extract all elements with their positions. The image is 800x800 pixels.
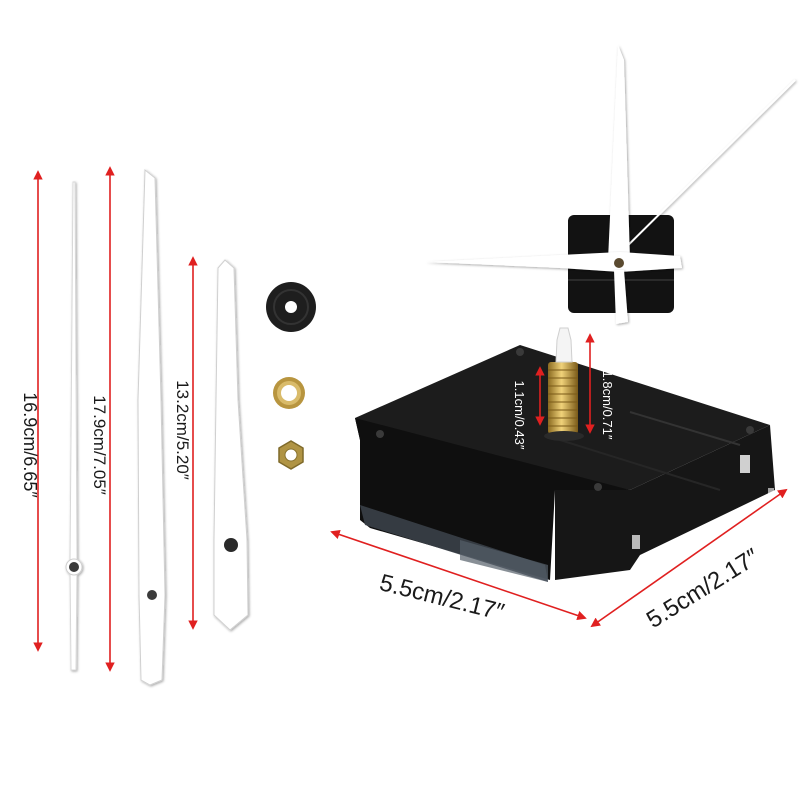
minute-hand — [137, 168, 166, 686]
movement-width-dimension-arrow — [330, 529, 587, 621]
assembled-preview — [425, 45, 796, 324]
rubber-washer — [266, 282, 316, 332]
movement-depth-dimension-arrow — [590, 488, 788, 628]
minute-hand-length-label: 17.9cm/7.05″ — [90, 395, 109, 495]
brass-shaft — [544, 327, 584, 441]
preview-hour-hand — [425, 252, 682, 272]
shaft-long-label: 1.8cm/0.71″ — [600, 371, 615, 440]
second-hand — [65, 181, 83, 671]
hour-hand-length-label: 13.2cm/5.20″ — [173, 380, 192, 480]
brass-washer — [273, 377, 305, 409]
movement-depth-label: 5.5cm/2.17″ — [642, 543, 765, 634]
preview-second-hand — [602, 79, 796, 271]
hour-hand — [213, 259, 249, 631]
preview-minute-hand — [608, 45, 630, 268]
second-hand-length-label: 16.9cm/6.65″ — [20, 392, 40, 498]
hex-nut — [278, 440, 304, 470]
shaft-short-label: 1.1cm/0.43″ — [512, 381, 527, 450]
movement-width-label: 5.5cm/2.17″ — [377, 569, 507, 626]
